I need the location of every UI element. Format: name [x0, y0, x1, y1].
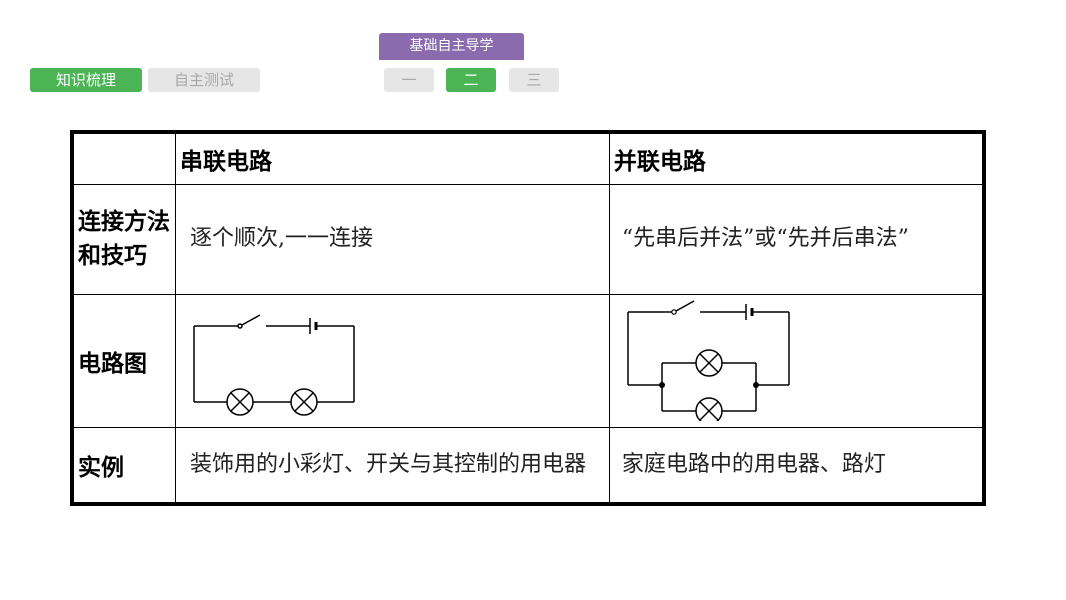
tab-self-test[interactable]: 自主测试 — [148, 68, 260, 92]
row-label-example: 实例 — [71, 426, 176, 505]
tab-knowledge[interactable]: 知识梳理 — [30, 68, 142, 92]
parallel-method-cell: “先串后并法”或“先并后串法” — [608, 183, 985, 295]
row-label-diagram: 电路图 — [71, 293, 176, 428]
table-row: 实例 装饰用的小彩灯、开关与其控制的用电器 家庭电路中的用电器、路灯 — [71, 426, 985, 505]
lamp-icon — [290, 387, 318, 416]
parallel-circuit-diagram — [627, 300, 790, 425]
row-label-method: 连接方法和技巧 — [71, 183, 176, 295]
header-cell-series: 串联电路 — [174, 131, 610, 185]
lamp-icon — [695, 397, 723, 425]
series-example-cell: 装饰用的小彩灯、开关与其控制的用电器 — [174, 426, 610, 505]
section-1-button[interactable]: 一 — [384, 68, 434, 92]
header-cell-parallel: 并联电路 — [608, 131, 985, 185]
table-row: 连接方法和技巧 逐个顺次,一一连接 “先串后并法”或“先并后串法” — [71, 183, 985, 295]
series-circuit-diagram — [193, 313, 355, 416]
section-title-tab[interactable]: 基础自主导学 — [379, 33, 524, 60]
section-2-button[interactable]: 二 — [446, 68, 496, 92]
lamp-icon — [226, 387, 254, 416]
table-header-row: 串联电路 并联电路 — [71, 131, 985, 185]
parallel-diagram-cell — [608, 293, 985, 428]
lamp-icon — [695, 349, 723, 377]
table-row: 电路图 — [71, 293, 985, 428]
series-diagram-cell — [174, 293, 610, 428]
header-cell-empty — [71, 131, 176, 185]
comparison-table: 串联电路 并联电路 连接方法和技巧 逐个顺次,一一连接 “先串后并法”或“先并后… — [70, 130, 986, 506]
section-3-button[interactable]: 三 — [509, 68, 559, 92]
parallel-example-cell: 家庭电路中的用电器、路灯 — [608, 426, 985, 505]
series-method-cell: 逐个顺次,一一连接 — [174, 183, 610, 295]
